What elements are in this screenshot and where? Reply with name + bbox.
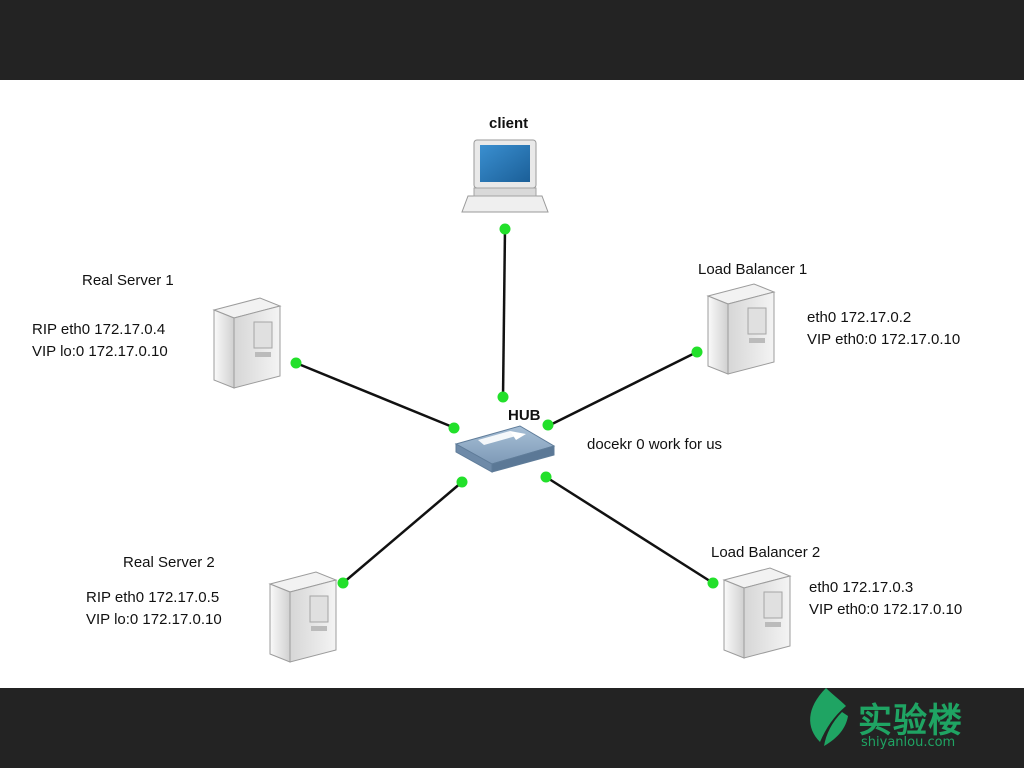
link-hub-load-balancer-1: [547, 350, 698, 428]
port-hub-left: [448, 422, 460, 434]
real-server-1-vip: VIP lo:0 172.17.0.10: [32, 343, 168, 360]
server-icon-load-balancer-1: [706, 283, 776, 375]
load-balancer-1-title: Load Balancer 1: [698, 261, 808, 278]
real-server-2-rip: RIP eth0 172.17.0.5: [86, 589, 220, 606]
link-hub-load-balancer-2: [545, 475, 714, 585]
server-icon-real-server-2: [268, 571, 338, 663]
hub-icon: [454, 425, 556, 473]
port-load-balancer-1: [691, 346, 703, 358]
link-hub-real-server-2: [342, 481, 463, 584]
bottom-band: [0, 688, 1024, 768]
port-real-server-1: [290, 357, 302, 369]
hub-label: HUB: [508, 407, 541, 424]
real-server-2-vip: VIP lo:0 172.17.0.10: [86, 611, 222, 628]
load-balancer-2-vip: VIP eth0:0 172.17.0.10: [809, 601, 963, 618]
load-balancer-1-vip: VIP eth0:0 172.17.0.10: [807, 331, 961, 348]
real-server-2-title: Real Server 2: [123, 554, 215, 571]
port-hub-bottom-left: [456, 476, 468, 488]
link-hub-real-server-1: [295, 361, 456, 430]
brand-name: 实验楼: [858, 701, 963, 741]
top-band: [0, 0, 1024, 80]
load-balancer-2-eth0: eth0 172.17.0.3: [809, 579, 914, 596]
server-icon-real-server-1: [212, 297, 282, 389]
server-icon-load-balancer-2: [722, 567, 792, 659]
laptop-icon: [461, 139, 549, 213]
port-hub-bottom-right: [540, 471, 552, 483]
client-label: client: [489, 115, 529, 132]
hub-note: docekr 0 work for us: [587, 436, 723, 453]
port-hub-right: [542, 419, 554, 431]
load-balancer-1-eth0: eth0 172.17.0.2: [807, 309, 912, 326]
real-server-1-title: Real Server 1: [82, 272, 174, 289]
port-hub-top: [497, 391, 509, 403]
link-hub-client: [501, 227, 507, 399]
port-client: [499, 223, 511, 235]
links: [295, 227, 714, 585]
ports: [290, 223, 719, 589]
port-load-balancer-2: [707, 577, 719, 589]
real-server-1-rip: RIP eth0 172.17.0.4: [32, 321, 166, 338]
load-balancer-2-title: Load Balancer 2: [711, 544, 821, 561]
brand-url: shiyanlou.com: [861, 735, 956, 750]
port-real-server-2: [337, 577, 349, 589]
